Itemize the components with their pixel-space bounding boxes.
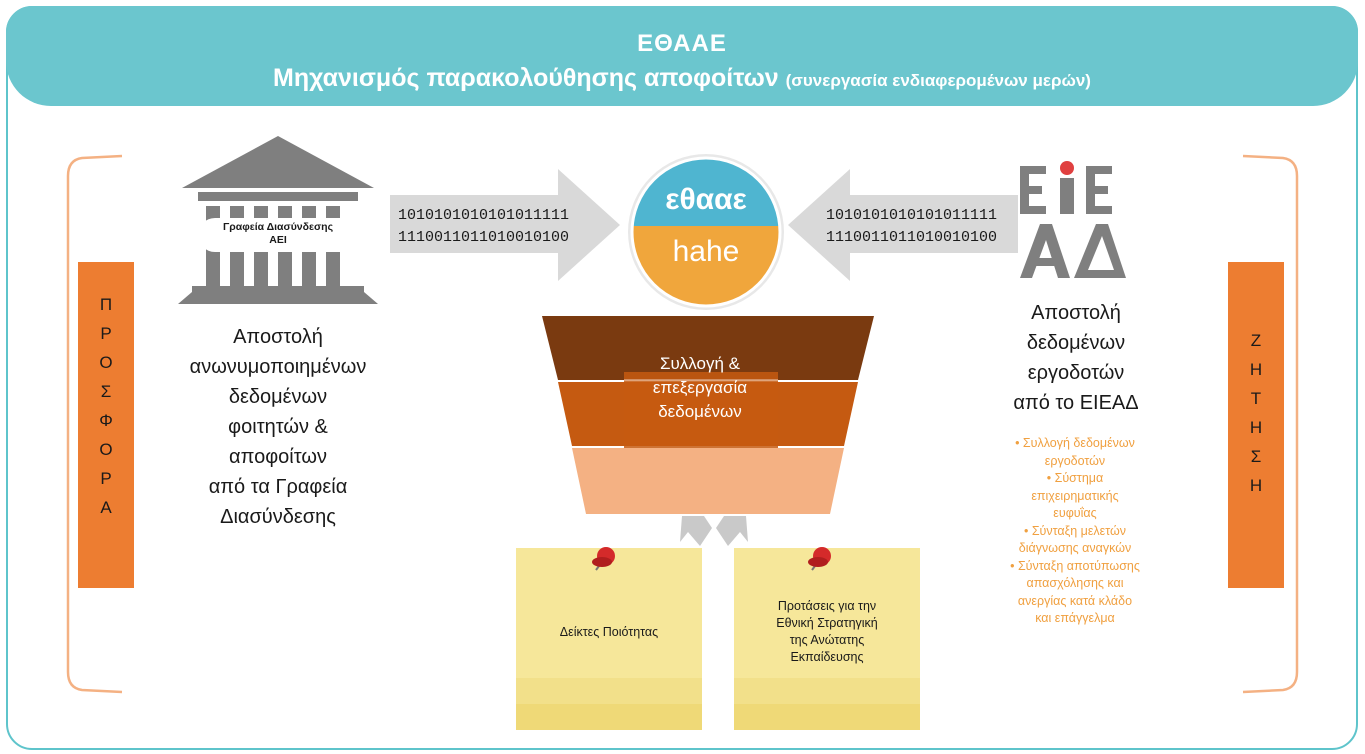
bullet-line: ανεργίας κατά κλάδο (1017, 593, 1133, 608)
demand-letter: Ζ (1250, 331, 1262, 350)
demand-letter: Τ (1250, 389, 1262, 408)
eiead-activities-list: • Συλλογή δεδομένων εργοδοτών • Σύστημα … (970, 435, 1180, 628)
note-line: Προτάσεις για την (777, 599, 877, 613)
sticky-note-quality (516, 548, 702, 730)
text-line: Αποστολή (233, 326, 323, 348)
building-label-line1: Γραφεία Διασύνδεσης (222, 221, 334, 233)
supply-letter: Ο (99, 353, 113, 372)
eiead-logo-icon (1020, 161, 1126, 278)
text-line: φοιτητών & (228, 416, 328, 438)
text-line: Αποστολή (1031, 302, 1121, 324)
text-line: αποφοίτων (229, 446, 327, 468)
header-title: ΕΘΑΑΕ (637, 30, 727, 57)
text-line: ανωνυμοποιημένων (189, 356, 367, 378)
list-item: • Σύνταξη μελετών διάγνωσης αναγκών (970, 523, 1180, 558)
funnel-line: επεξεργασία (652, 378, 748, 397)
text-line: εργοδοτών (1027, 362, 1125, 384)
pushpin-icon (808, 547, 831, 571)
pushpin-icon (592, 547, 615, 571)
employer-description: Αποστολή δεδομένων εργοδοτών από το ΕΙΕΑ… (976, 298, 1176, 418)
left-bracket (66, 154, 123, 694)
header-subtitle: Μηχανισμός παρακολούθησης αποφοίτων (συν… (6, 64, 1358, 93)
hahe-logo-bottom-text: hahe (672, 235, 740, 268)
header-subtitle-main: Μηχανισμός παρακολούθησης αποφοίτων (273, 64, 779, 92)
supply-letter: Φ (99, 411, 113, 430)
list-item: • Σύνταξη αποτύπωσης απασχόλησης και ανε… (970, 558, 1180, 628)
binary-line: 1010101010101011111 (398, 207, 570, 224)
university-description: Αποστολή ανωνυμοποιημένων δεδομένων φοιτ… (150, 322, 406, 532)
bullet-line: εργοδοτών (1044, 453, 1106, 468)
bullet-line: • Συλλογή δεδομένων (1015, 436, 1135, 450)
note-proposals-text: Προτάσεις για την Εθνική Στρατηγική της … (734, 598, 920, 666)
hahe-logo-top-text: εθααε (665, 183, 747, 216)
demand-bar: Ζ Η Τ Η Σ Η (1228, 262, 1284, 588)
supply-letter: Σ (100, 382, 112, 401)
note-quality-text: Δείκτες Ποιότητας (559, 625, 659, 639)
text-line: Διασύνδεσης (220, 506, 336, 528)
list-item: • Συλλογή δεδομένων εργοδοτών (970, 435, 1180, 470)
arrow-left-icon (788, 169, 1018, 281)
output-arrows-icon (680, 516, 748, 546)
supply-letter: Ο (99, 440, 113, 459)
demand-letter: Η (1249, 360, 1263, 379)
sticky-note-proposals (734, 548, 920, 730)
text-line: δεδομένων (1026, 332, 1126, 354)
bullet-line: και επάγγελμα (1035, 611, 1115, 625)
text-line: από το ΕΙΕΑΔ (1013, 392, 1139, 414)
binary-right: 1010101010101011111 1110011011010010100 (826, 205, 997, 249)
text-line: από τα Γραφεία (208, 476, 348, 498)
bullet-line: • Σύνταξη μελετών (1023, 523, 1127, 538)
binary-line: 1110011011010010100 (398, 229, 570, 246)
right-bracket (1242, 154, 1299, 694)
supply-letter: Α (100, 498, 112, 517)
demand-letter: Η (1249, 476, 1263, 495)
bullet-line: επιχειρηματικής (1031, 488, 1119, 503)
supply-bar: Π Ρ Ο Σ Φ Ο Ρ Α (78, 262, 134, 588)
bullet-line: απασχόλησης και (1026, 576, 1124, 590)
bullet-line: διάγνωσης αναγκών (1018, 541, 1132, 555)
university-building-icon (178, 136, 378, 304)
funnel-line: Συλλογή & (659, 354, 741, 373)
note-line: Εθνική Στρατηγική (776, 616, 878, 630)
funnel-label-backdrop (624, 372, 778, 448)
binary-left: 1010101010101011111 1110011011010010100 (398, 205, 569, 249)
arrow-right-icon (390, 169, 620, 281)
header-banner: ΕΘΑΑΕ Μηχανισμός παρακολούθησης αποφοίτω… (6, 6, 1358, 106)
building-label-line2: ΑΕΙ (269, 234, 287, 246)
note-line: της Ανώτατης (789, 633, 865, 647)
demand-letter: Σ (1250, 447, 1262, 466)
demand-letter: Η (1249, 418, 1263, 437)
bullet-line: ευφυΐας (1053, 506, 1097, 520)
bullet-line: • Σύνταξη αποτύπωσης (1010, 558, 1140, 573)
supply-letter: Ρ (100, 469, 112, 488)
supply-letter: Ρ (100, 324, 112, 343)
list-item: • Σύστημα επιχειρηματικής ευφυΐας (970, 470, 1180, 523)
supply-letter: Π (99, 295, 113, 314)
hahe-logo-icon (628, 154, 784, 310)
header-subtitle-note: (συνεργασία ενδιαφερομένων μερών) (785, 71, 1091, 90)
binary-line: 1110011011010010100 (826, 229, 998, 246)
funnel-line: δεδομένων (658, 402, 742, 421)
binary-line: 1010101010101011111 (826, 207, 998, 224)
note-line: Εκπαίδευσης (790, 650, 864, 664)
bullet-line: • Σύστημα (1046, 471, 1104, 485)
funnel-label: Συλλογή & επεξεργασία δεδομένων (600, 352, 800, 424)
text-line: δεδομένων (228, 386, 328, 408)
building-label: Γραφεία Διασύνδεσης ΑΕΙ (198, 221, 358, 247)
